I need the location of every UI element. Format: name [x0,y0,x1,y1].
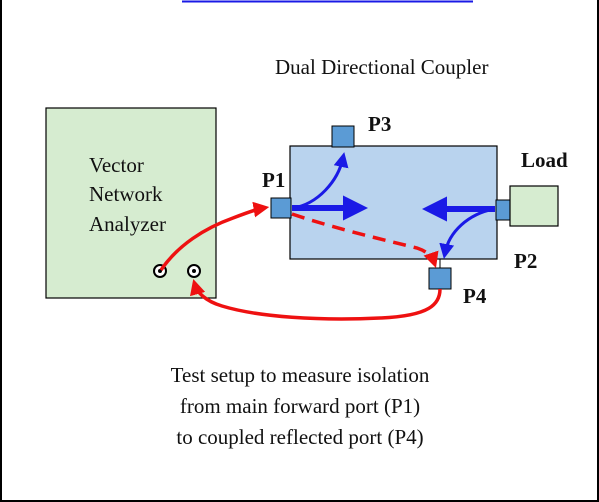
analyzer-label-line-1: Vector [89,153,144,177]
coupler-title: Dual Directional Coupler [275,55,488,79]
load-label: Load [521,148,568,172]
signal-arrows [292,152,495,259]
port-p3-label: P3 [368,112,391,136]
port-p4[interactable] [428,267,452,290]
analyzer-connector-right[interactable] [187,264,201,278]
analyzer-label-line-2: Network [89,182,163,206]
port-p1[interactable] [270,197,292,219]
port-p2-label: P2 [514,249,537,273]
caption-line-2: from main forward port (P1) [180,394,420,418]
caption-line-1: Test setup to measure isolation [171,363,430,387]
port-p4-label: P4 [463,284,487,308]
cable-p4-to-analyzer [190,278,442,321]
vector-network-analyzer: Vector Network Analyzer [45,107,217,299]
reflected-coupled-arrow [439,207,495,259]
caption-line-3: to coupled reflected port (P4) [176,425,423,449]
load-box [509,185,559,227]
forward-coupled-arrow [292,152,349,210]
port-p3[interactable] [331,125,355,148]
port-p2[interactable] [495,199,511,221]
test-cables [159,201,442,321]
port-p1-label: P1 [262,168,285,192]
cable-analyzer-to-p1 [159,201,270,271]
analyzer-label-line-3: Analyzer [89,212,166,236]
